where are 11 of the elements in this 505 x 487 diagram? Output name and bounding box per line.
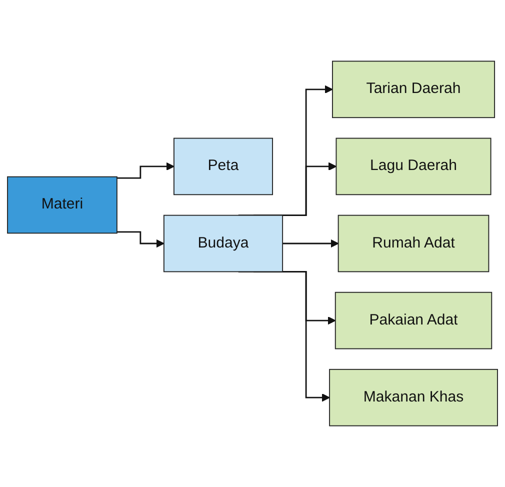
arrow [116, 231, 164, 248]
node-box: Makanan Khas [329, 368, 498, 426]
node-box: Lagu Daerah [336, 138, 492, 196]
arrow [282, 239, 339, 248]
node-box: Tarian Daerah [332, 60, 496, 118]
node-box: Pakaian Adat [334, 292, 492, 350]
node-box: Rumah Adat [338, 214, 490, 272]
node-box: Materi [7, 176, 118, 234]
node-box: Budaya [163, 214, 284, 272]
node-box: Peta [173, 138, 273, 196]
arrow [116, 162, 174, 179]
